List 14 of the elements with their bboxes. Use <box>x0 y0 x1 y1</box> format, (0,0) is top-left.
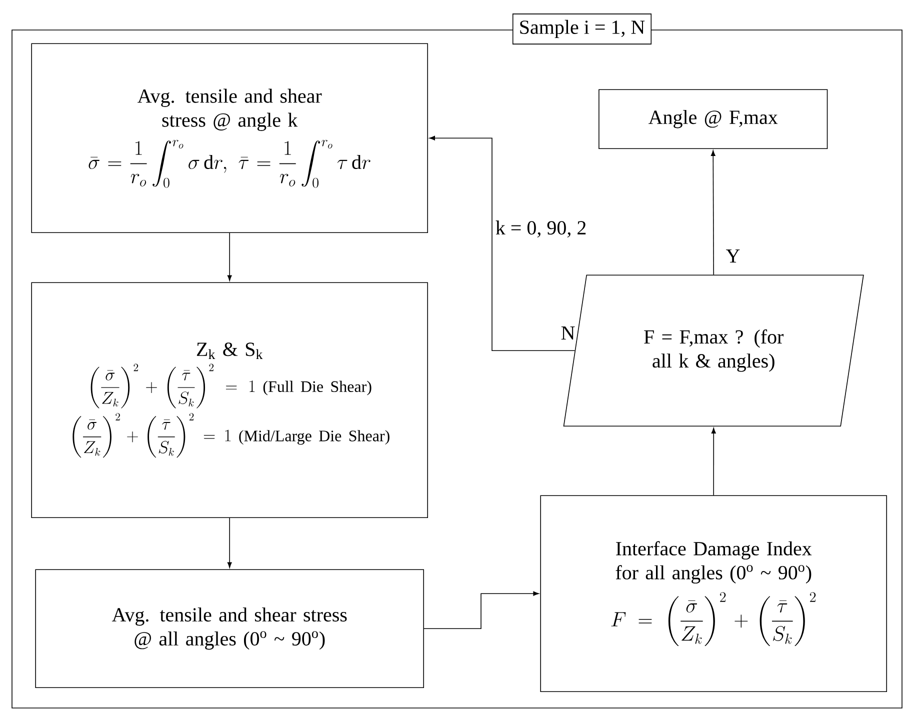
process-box: Avg. tensile and shear stress @ all angles (0$^{o}$ ~ 90$^{o}$) <box>35 569 424 688</box>
arrow <box>710 150 716 276</box>
arrow <box>429 136 576 351</box>
process-box: Avg. tensile and shear stress @ angle k $\bar{\sigma} = \frac{1}{r_o}\int_0^{r_o} \sigma\, \mathrm{d}r,\; \bar{\tau} = \frac{1}{r_o}\int_0^{r_o} \tau\, \mathrm{d}r$ <box>31 43 428 233</box>
arrow <box>711 428 716 496</box>
process-box: Interface Damage Index for all angles (0$^{o}$ ~ 90$^{o}$) $F = \left(\frac{\bar{\sigma}}{Z_k}\right)^2 + \left(\frac{\bar{\tau}}{S_k}\right)^2$ <box>540 495 888 692</box>
process-box: Z$_{k}$ & S$_{k}$ $\left(\frac{\bar{\sigma}}{Z_k}\right)^2 + \left(\frac{\bar{\tau}}{S_k}\right)^2 = 1 \text{ (Full Die Shear)}$ $\left(\frac{\bar{\sigma}}{Z_k}\right)^2 + \left(\frac{\bar{\tau}}{S_k}\right)^2 = 1 \text{ (Mid/Large Die Shear)}$ <box>31 282 428 518</box>
arrow <box>227 232 232 281</box>
loop-label: k = 0, 90, 2 <box>496 220 586 238</box>
edge-label: N <box>560 325 576 341</box>
result-box: Angle @ F,max <box>598 89 828 149</box>
edge-label: Y <box>724 248 742 264</box>
arrow <box>227 518 232 568</box>
arrow <box>424 591 539 629</box>
